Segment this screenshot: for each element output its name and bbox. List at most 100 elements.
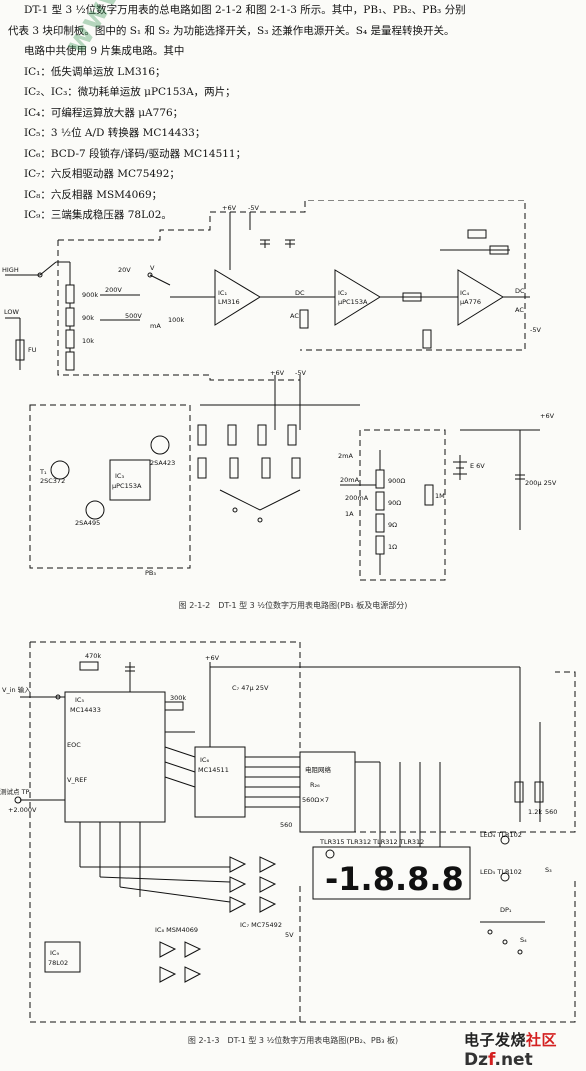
label-r3: 90k — [82, 314, 94, 322]
ic-item: IC₂、IC₃：微功耗单运放 μPC153A，两片； — [24, 86, 236, 98]
logo-text-2: 社区 — [526, 1031, 558, 1049]
label-ic3: IC₃ — [115, 472, 124, 480]
ic-item: IC₅：3 ½位 A/D 转换器 MC14433； — [24, 127, 206, 139]
label-fuse: FU — [28, 346, 37, 354]
label-r18: 300k — [170, 694, 186, 702]
label-upc153a: μPC153A — [338, 298, 368, 306]
label-r90: 90Ω — [388, 499, 401, 507]
label-200v: 200V — [105, 286, 122, 294]
label-20ma: 20mA — [340, 476, 360, 484]
label-r9: 9Ω — [388, 521, 397, 529]
label-78l02: 78L02 — [48, 959, 68, 967]
label-ic4: IC₄ — [460, 289, 469, 297]
intro-text: DT-1 型 3 ½位数字万用表的总电路如图 2-1-2 和图 2-1-3 所示… — [8, 0, 578, 226]
logo-text-4: f — [488, 1050, 495, 1070]
label-tubes: TLR315 TLR312 TLR312 TLR312 — [319, 838, 424, 846]
label-ic2: IC₂ — [338, 289, 347, 297]
label-ic1: IC₁ — [218, 289, 227, 297]
label-dc-out: DC — [515, 287, 525, 295]
label-res-net: 电阻网络 — [305, 765, 332, 774]
figure-2-1-3-caption: 图 2-1-3 DT-1 型 3 ½位数字万用表电路图(PB₂、PB₃ 板) — [187, 1036, 399, 1045]
label-plus6v-2: +6V — [270, 369, 285, 377]
label-battery: E 6V — [470, 462, 485, 470]
label-ic5: IC₅ — [75, 696, 84, 704]
label-ic7: IC₇ MC75492 — [240, 921, 282, 929]
label-led4: LED₄ TLR102 — [480, 831, 522, 839]
label-r900: 900Ω — [388, 477, 405, 485]
intro-line-3: 电路中共使用 9 片集成电路。其中 — [24, 45, 185, 57]
label-ic3-part: μPC153A — [112, 482, 142, 490]
label-vref: V_REF — [67, 776, 87, 784]
label-r11: 470k — [85, 652, 101, 660]
label-minus5v: -5V — [248, 204, 259, 212]
label-ic6: IC₆ — [200, 756, 209, 764]
figure-2-1-2-schematic: HIGH LOW FU 900k 90k 10k 200V 20V 500V V… — [2, 200, 557, 581]
label-low: LOW — [4, 308, 20, 316]
label-2sa423: 2SA423 — [150, 459, 175, 467]
label-vin: V_in 输入 — [2, 685, 31, 694]
label-plus6v: +6V — [222, 204, 237, 212]
label-1a: 1A — [345, 510, 354, 518]
label-eoc: EOC — [67, 741, 81, 749]
logo-text-1: 电子发烧 — [464, 1031, 527, 1049]
label-ma: mA — [150, 322, 161, 330]
display-digits: -1.8.8.8 — [325, 860, 464, 898]
intro-line-2: 代表 3 块印制板。图中的 S₁ 和 S₂ 为功能选择开关，S₃ 还兼作电源开关… — [8, 24, 455, 37]
ic-item: IC₁：低失调单运放 LM316； — [24, 65, 166, 78]
label-2sa495: 2SA495 — [75, 519, 100, 527]
label-ac-out: AC — [515, 306, 524, 314]
label-1m: 1M — [435, 492, 445, 500]
label-560x7: 560Ω×7 — [302, 796, 329, 804]
label-mc14511: MC14511 — [198, 766, 229, 774]
label-r26: R₂₆ — [310, 781, 320, 789]
label-s3: S₃ — [545, 866, 552, 874]
ic-list: IC₁：低失调单运放 LM316； IC₂、IC₃：微功耗单运放 μPC153A… — [8, 62, 578, 226]
label-ua776: μA776 — [460, 298, 481, 306]
ic-item: IC₈：六反相器 MSM4069； — [24, 188, 163, 201]
label-plus6v-3: +6V — [540, 412, 555, 420]
label-lm316: LM316 — [218, 298, 240, 306]
label-c7: C₇ 47μ 25V — [232, 684, 269, 692]
label-r31: 560 — [545, 808, 557, 816]
label-high: HIGH — [2, 266, 19, 274]
ic-item: IC₄：可编程运算放大器 μA776； — [24, 106, 184, 119]
label-minus5v-2: -5V — [530, 326, 541, 334]
label-mc14433: MC14433 — [70, 706, 101, 714]
label-minus5v-3: -5V — [295, 369, 306, 377]
site-logo: 电子发烧社区 Dzf.net — [464, 1029, 582, 1070]
figure-2-1-3-schematic: -1.8.8.8 IC₅ MC14433 IC₆ MC14511 IC₇ MC7… — [0, 641, 576, 1023]
label-2ma: 2mA — [338, 452, 353, 460]
label-v: V — [150, 264, 155, 272]
label-5v: 5V — [285, 931, 294, 939]
label-500v: 500V — [125, 312, 142, 320]
intro-line-1: DT-1 型 3 ½位数字万用表的总电路如图 2-1-2 和图 2-1-3 所示… — [24, 4, 466, 16]
logo-text-3: Dz — [464, 1050, 489, 1070]
label-t1: T₁ — [39, 468, 47, 476]
ic-item: IC₇：六反相驱动器 MC75492； — [24, 168, 180, 180]
label-dp1: DP₁ — [500, 906, 512, 914]
label-ic9: IC₉ — [50, 949, 59, 957]
label-r4: 10k — [82, 337, 94, 345]
label-led5: LED₅ TLR102 — [480, 868, 522, 876]
ic-item: IC₆：BCD-7 段锁存/译码/驱动器 MC14511； — [24, 147, 247, 160]
label-tp: 测试点 TP — [0, 787, 30, 796]
label-pb3: PB₃ — [145, 569, 156, 577]
label-r2: 900k — [82, 291, 98, 299]
label-ic8: IC₈ MSM4069 — [155, 926, 198, 934]
label-c200: 200μ 25V — [525, 479, 557, 487]
figure-2-1-2-caption: 图 2-1-2 DT-1 型 3 ½位数字万用表电路图(PB₁ 板及电源部分) — [178, 601, 408, 610]
label-2sc372: 2SC372 — [40, 477, 65, 485]
label-dc: DC — [295, 289, 305, 297]
logo-text-5: .net — [494, 1050, 533, 1070]
label-r1: 1Ω — [388, 543, 397, 551]
ic-item: IC₉：三端集成稳压器 78L02。 — [24, 209, 172, 221]
label-s4: S₄ — [520, 936, 527, 944]
label-plus6v-fig2: +6V — [205, 654, 220, 662]
label-100k: 100k — [168, 316, 184, 324]
label-ac: AC — [290, 312, 299, 320]
label-r28: 560 — [280, 821, 292, 829]
label-2v: +2.000V — [8, 806, 37, 814]
label-200ma: 200mA — [345, 494, 369, 502]
label-r30: 1.2k — [528, 808, 542, 816]
